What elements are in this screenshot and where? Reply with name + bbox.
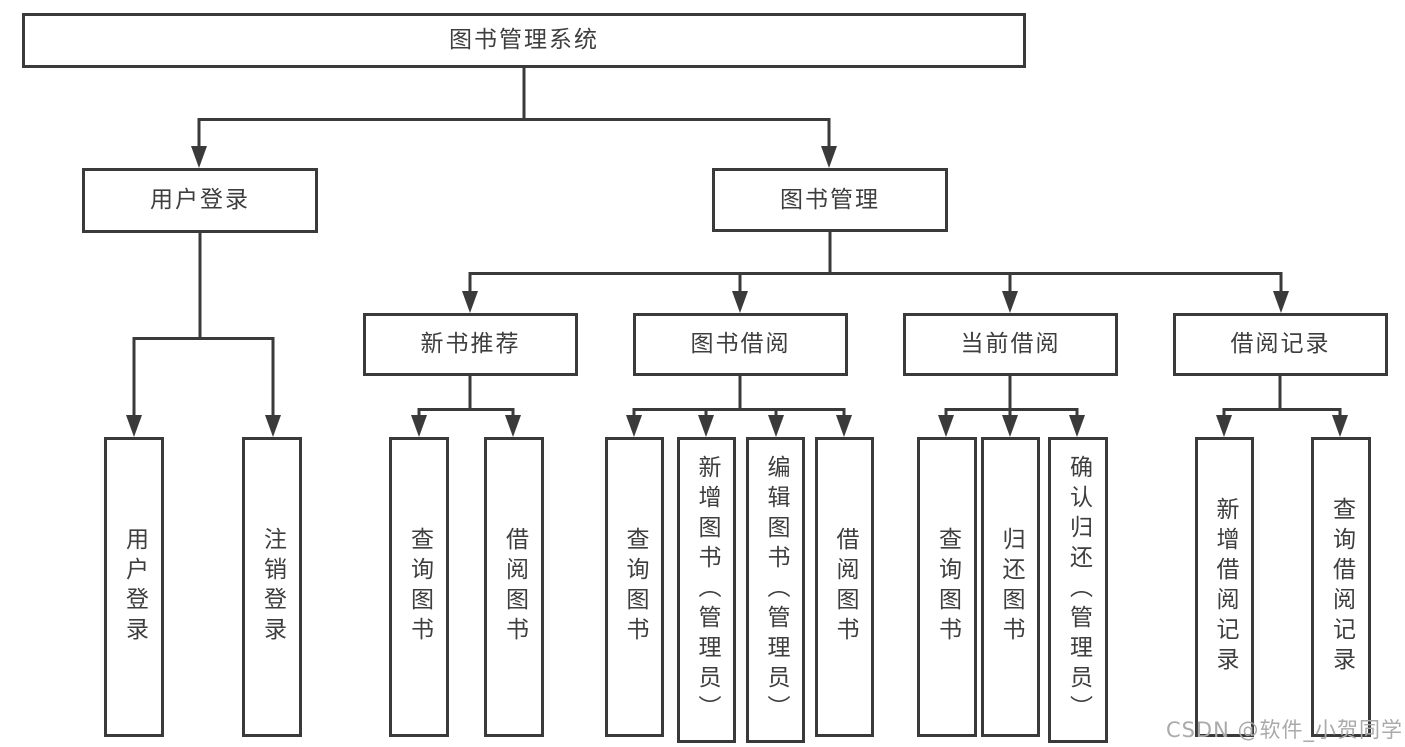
node-leaf-return-books: 归还图书 <box>981 437 1040 737</box>
node-leaf-confirm-return-admin: 确认归还（管理员） <box>1048 437 1108 743</box>
node-current-borrowing: 当前借阅 <box>903 313 1118 376</box>
node-leaf-edit-books-admin: 编辑图书（管理员） <box>746 437 805 743</box>
node-borrowing-records: 借阅记录 <box>1173 313 1388 376</box>
node-leaf-borrow-books-2: 借阅图书 <box>815 437 874 737</box>
node-book-borrowing: 图书借阅 <box>633 313 848 376</box>
csdn-watermark: CSDN @软件_小贺同学 <box>1165 718 1403 742</box>
node-library-management-system: 图书管理系统 <box>22 13 1026 68</box>
node-user-login: 用户登录 <box>82 168 318 233</box>
node-leaf-query-books-3: 查询图书 <box>917 437 977 737</box>
node-leaf-user-login: 用户登录 <box>104 437 164 737</box>
node-book-management: 图书管理 <box>712 168 948 232</box>
node-new-book-recommendation: 新书推荐 <box>363 313 578 376</box>
node-leaf-add-books-admin: 新增图书（管理员） <box>677 437 736 743</box>
node-leaf-query-borrow-record: 查询借阅记录 <box>1311 437 1371 737</box>
node-leaf-logout: 注销登录 <box>242 437 302 737</box>
node-leaf-query-books-1: 查询图书 <box>389 437 449 737</box>
node-leaf-add-borrow-record: 新增借阅记录 <box>1195 437 1254 737</box>
node-leaf-borrow-books-1: 借阅图书 <box>484 437 544 737</box>
node-leaf-query-books-2: 查询图书 <box>605 437 664 737</box>
